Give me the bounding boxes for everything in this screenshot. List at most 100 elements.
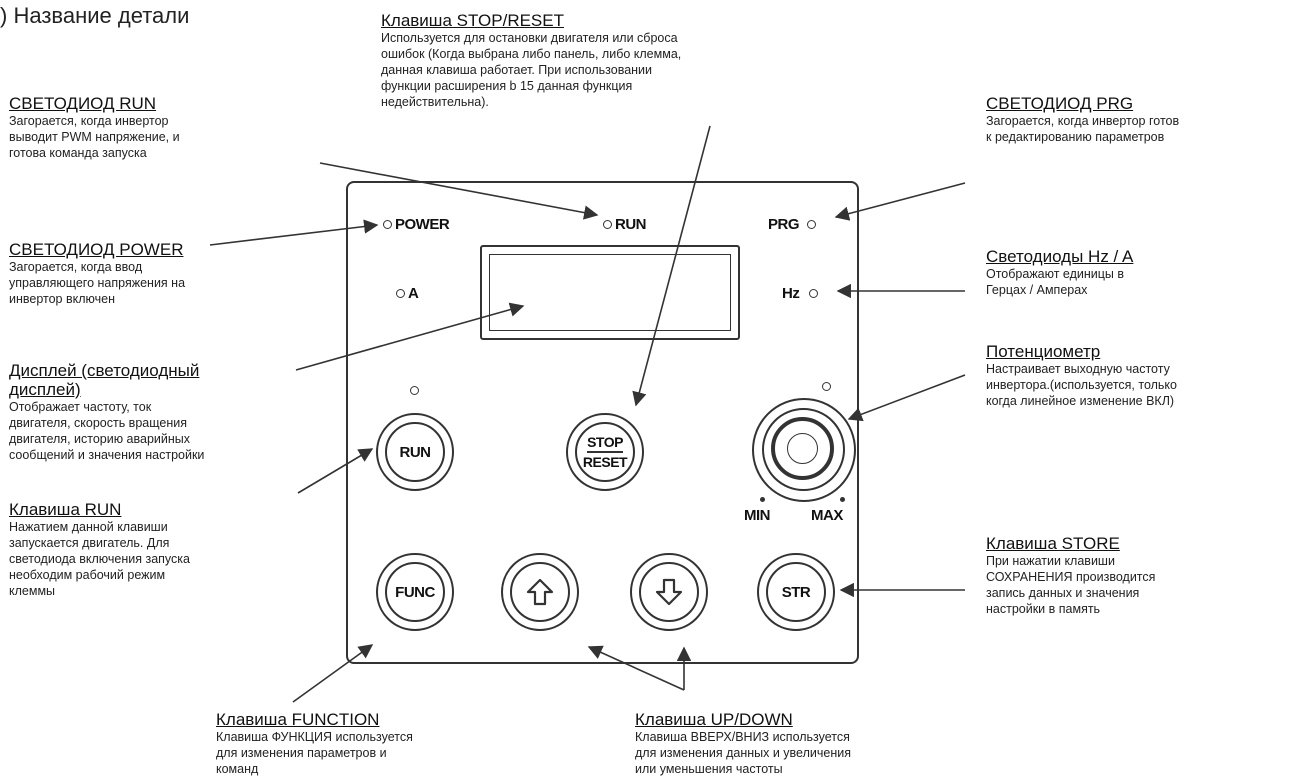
annotation-line: необходим рабочий режим	[9, 568, 166, 582]
annotation-line: запись данных и значения	[986, 586, 1140, 600]
annotation-line: двигателя, историю аварийных	[9, 432, 191, 446]
annotation-line: Настраивает выходную частоту	[986, 362, 1170, 376]
annotation-line: Загорается, когда ввод	[9, 260, 143, 274]
annotation-potentiometer: Потенциометр Настраивает выходную частот…	[986, 342, 1288, 409]
down-button[interactable]	[630, 553, 708, 631]
annotation-led-run: СВЕТОДИОД RUN Загорается, когда инвертор…	[9, 94, 303, 161]
potentiometer[interactable]	[752, 398, 856, 502]
page-title: ) Название детали	[0, 3, 190, 28]
potentiometer-center	[787, 433, 818, 464]
annotation-line: готова команда запуска	[9, 146, 147, 160]
annotation-run-key: Клавиша RUN Нажатием данной клавиши запу…	[9, 500, 301, 599]
pot-min-label: MIN	[744, 507, 771, 524]
potentiometer-ring	[762, 408, 845, 491]
run-led	[603, 220, 612, 229]
annotation-store-key: Клавиша STORE При нажатии клавиши СОХРАН…	[986, 534, 1258, 617]
annotation-line: клеммы	[9, 584, 56, 598]
annotation-line: Отображает частоту, ток	[9, 400, 152, 414]
annotation-line: Отображают единицы в	[986, 267, 1125, 281]
annotation-line: Используется для остановки двигателя или…	[381, 31, 678, 45]
annotation-heading: Клавиша FUNCTION	[216, 710, 380, 729]
annotation-line: когда линейное изменение ВКЛ)	[986, 394, 1175, 408]
func-button-label: FUNC	[385, 562, 445, 622]
annotation-led-hz-a: Светодиоды Hz / A Отображают единицы в Г…	[986, 247, 1278, 298]
annotation-line: или уменьшения частоты	[635, 762, 783, 776]
prg-led-label: PRG	[768, 216, 800, 233]
annotation-line: Клавиша ВВЕРХ/ВНИЗ используется	[635, 730, 850, 744]
arrow-up-icon	[526, 578, 554, 606]
annotation-line: ошибок (Когда выбрана либо панель, либо …	[381, 47, 682, 61]
annotation-heading: Клавиша STOP/RESET	[381, 11, 564, 30]
annotation-display: Дисплей (светодиодный дисплей) Отображае…	[9, 361, 309, 463]
power-led	[383, 220, 392, 229]
prg-led	[807, 220, 816, 229]
annotation-heading: дисплей)	[9, 380, 81, 399]
func-button[interactable]: FUNC	[376, 553, 454, 631]
led-display	[480, 245, 740, 340]
stop-reset-divider	[587, 451, 623, 453]
reset-label: RESET	[582, 454, 628, 470]
annotation-line: недействительна).	[381, 95, 489, 109]
annotation-line: Нажатием данной клавиши	[9, 520, 168, 534]
annotation-function-key: Клавиша FUNCTION Клавиша ФУНКЦИЯ использ…	[216, 710, 526, 777]
arrow-power-led	[209, 219, 379, 246]
annotation-line: двигателя, скорость вращения	[9, 416, 187, 430]
a-led-label: A	[408, 285, 419, 302]
annotation-line: СОХРАНЕНИЯ производится	[986, 570, 1156, 584]
annotation-line: Загорается, когда инвертор	[9, 114, 169, 128]
arrow-prg-led	[834, 182, 966, 221]
pot-max-label: MAX	[811, 507, 843, 524]
annotation-line: Герцах / Амперах	[986, 283, 1088, 297]
annotation-line: сообщений и значения настройки	[9, 448, 205, 462]
annotation-line: команд	[216, 762, 259, 776]
a-led	[396, 289, 405, 298]
arrow-down-icon	[655, 578, 683, 606]
run-led-label: RUN	[615, 216, 647, 233]
annotation-heading: Клавиша UP/DOWN	[635, 710, 793, 729]
control-panel	[346, 181, 859, 664]
annotation-line: функции расширения b 15 данная функция	[381, 79, 633, 93]
annotation-heading: СВЕТОДИОД PRG	[986, 94, 1134, 113]
pot-led	[822, 382, 831, 391]
min-dot	[760, 497, 765, 502]
annotation-led-prg: СВЕТОДИОД PRG Загорается, когда инвертор…	[986, 94, 1286, 145]
arrow-run-led	[319, 162, 599, 220]
annotation-heading: Клавиша RUN	[9, 500, 122, 519]
run-button[interactable]: RUN	[376, 413, 454, 491]
annotation-stop-reset: Клавиша STOP/RESET Используется для оста…	[381, 11, 865, 110]
annotation-heading: Светодиоды Hz / A	[986, 247, 1134, 266]
annotation-heading: Потенциометр	[986, 342, 1101, 361]
annotation-line: для изменения данных и увеличения	[635, 746, 851, 760]
annotation-line: для изменения параметров и	[216, 746, 387, 760]
annotation-line: Клавиша ФУНКЦИЯ используется	[216, 730, 413, 744]
up-button[interactable]	[501, 553, 579, 631]
annotation-line: данная клавиша работает. При использован…	[381, 63, 653, 77]
annotation-line: Загорается, когда инвертор готов	[986, 114, 1180, 128]
annotation-line: к редактированию параметров	[986, 130, 1165, 144]
str-button-label: STR	[766, 562, 826, 622]
run-button-label: RUN	[385, 422, 445, 482]
annotation-line: светодиода включения запуска	[9, 552, 190, 566]
annotation-heading: СВЕТОДИОД POWER	[9, 240, 184, 259]
down-button-inner	[639, 562, 699, 622]
annotation-line: инвертора.(используется, только	[986, 378, 1177, 392]
arrow-stop-reset	[632, 125, 711, 407]
power-led-label: POWER	[395, 216, 450, 233]
stop-reset-button[interactable]: STOP RESET	[566, 413, 644, 491]
annotation-line: инвертор включен	[9, 292, 115, 306]
str-button[interactable]: STR	[757, 553, 835, 631]
annotation-heading: Клавиша STORE	[986, 534, 1120, 553]
stop-label: STOP	[587, 434, 623, 450]
potentiometer-knob	[771, 417, 834, 480]
max-dot	[840, 497, 845, 502]
annotation-line: выводит PWM напряжение, и	[9, 130, 180, 144]
up-button-inner	[510, 562, 570, 622]
run-key-led	[410, 386, 419, 395]
annotation-heading: Дисплей (светодиодный	[9, 361, 200, 380]
annotation-line: При нажатии клавиши	[986, 554, 1115, 568]
hz-led	[809, 289, 818, 298]
hz-led-label: Hz	[782, 285, 800, 302]
annotation-updown-key: Клавиша UP/DOWN Клавиша ВВЕРХ/ВНИЗ испол…	[635, 710, 980, 777]
arrow-function-key	[292, 644, 374, 703]
